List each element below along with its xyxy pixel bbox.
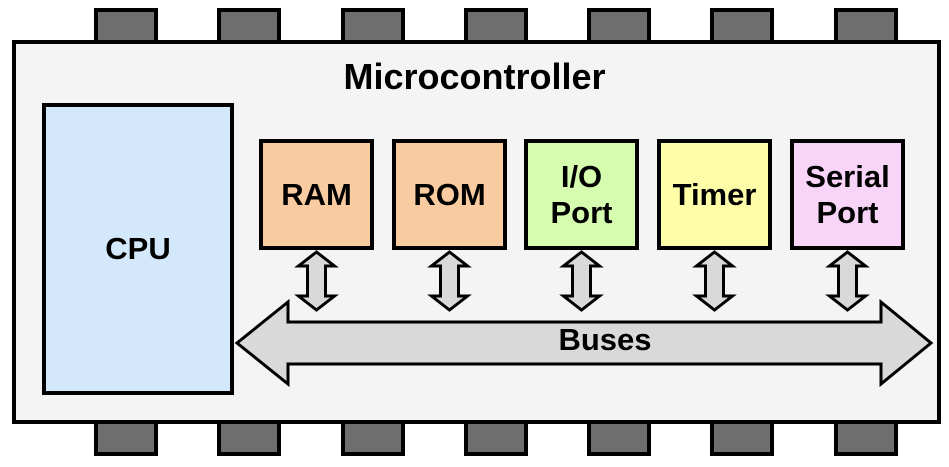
connector-arrow-io-port xyxy=(559,250,604,312)
pin-bottom-1 xyxy=(94,418,158,456)
pin-top-6 xyxy=(710,8,774,46)
pin-bottom-4 xyxy=(464,418,528,456)
pin-bottom-7 xyxy=(834,418,898,456)
pin-top-4 xyxy=(464,8,528,46)
connector-arrow-rom xyxy=(427,250,472,312)
connector-arrow-ram xyxy=(294,250,339,312)
module-io-port: I/O Port xyxy=(524,139,639,250)
pin-top-2 xyxy=(217,8,281,46)
pin-top-3 xyxy=(341,8,405,46)
pin-bottom-2 xyxy=(217,418,281,456)
pin-bottom-3 xyxy=(341,418,405,456)
bus-label: Buses xyxy=(558,322,652,357)
diagram-title: Microcontroller xyxy=(343,56,606,97)
connector-arrow-serial-port xyxy=(825,250,870,312)
pin-bottom-5 xyxy=(587,418,651,456)
cpu-block: CPU xyxy=(42,103,234,395)
connector-arrow-timer xyxy=(692,250,737,312)
pin-top-5 xyxy=(587,8,651,46)
module-rom: ROM xyxy=(392,139,507,250)
pin-bottom-6 xyxy=(710,418,774,456)
bus-arrow xyxy=(234,298,934,388)
pin-top-7 xyxy=(834,8,898,46)
module-timer: Timer xyxy=(657,139,772,250)
pin-top-1 xyxy=(94,8,158,46)
module-serial-port: Serial Port xyxy=(790,139,905,250)
module-ram: RAM xyxy=(259,139,374,250)
